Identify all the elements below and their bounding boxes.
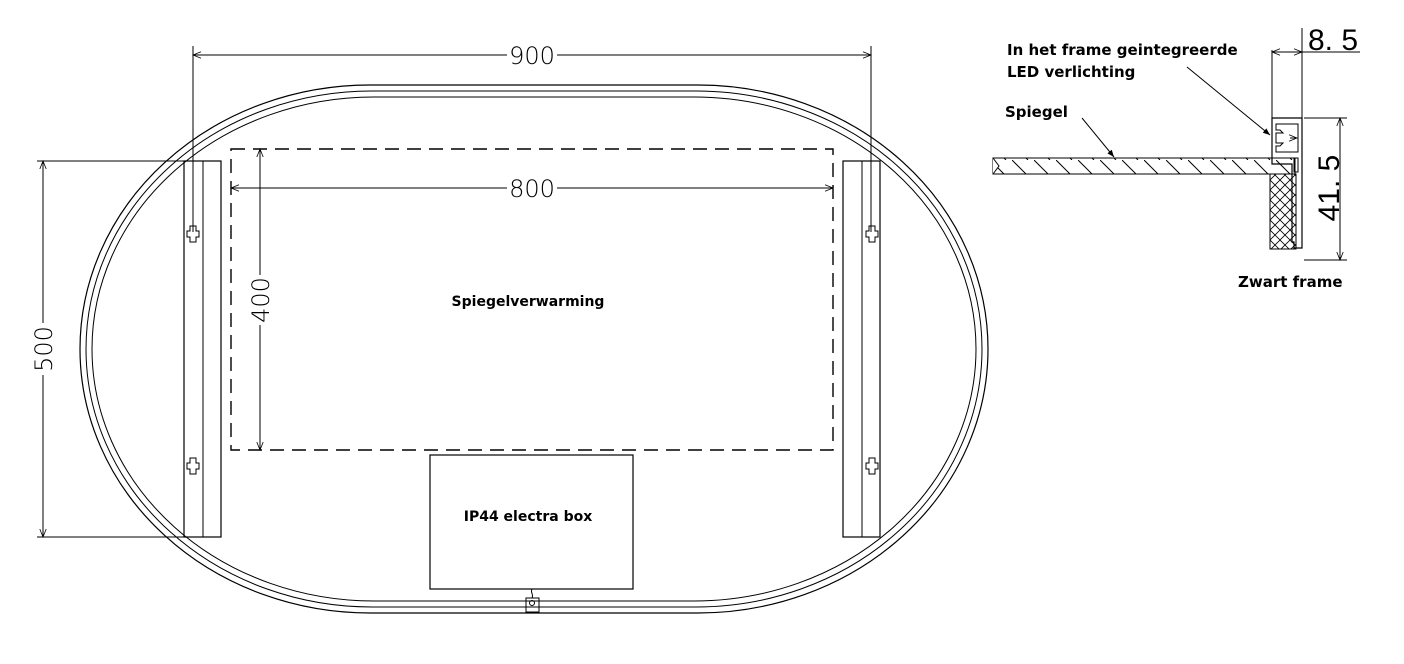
- led-label-line1: In het frame geintegreerde: [1007, 41, 1238, 59]
- section-detail: 41. 5 8. 5: [992, 24, 1360, 260]
- mirror-outline: [79, 84, 989, 614]
- mounting-strip-left: [183, 160, 222, 538]
- dimension-500: 500: [30, 161, 184, 537]
- dimension-900: 900: [193, 42, 871, 232]
- dimension-8-5: 8. 5: [1308, 24, 1358, 57]
- led-label-line2: LED verlichting: [1007, 63, 1135, 81]
- dimension-41-5: 41. 5: [1313, 155, 1346, 222]
- svg-text:800: 800: [509, 175, 555, 203]
- mirror-label: Spiegel: [1005, 103, 1068, 121]
- svg-text:900: 900: [509, 42, 555, 70]
- heating-area: [230, 148, 834, 451]
- mounting-strip-right: [842, 160, 881, 538]
- screw-holes: [186, 225, 879, 475]
- frame-label: Zwart frame: [1238, 273, 1343, 291]
- heating-label: Spiegelverwarming: [452, 294, 605, 310]
- electra-box-label: IP44 electra box: [464, 509, 593, 525]
- svg-text:500: 500: [30, 326, 58, 372]
- dimension-400: 400: [247, 149, 275, 450]
- dimension-800: 800: [231, 175, 833, 203]
- svg-text:400: 400: [247, 277, 275, 323]
- cable-connector: [525, 588, 540, 613]
